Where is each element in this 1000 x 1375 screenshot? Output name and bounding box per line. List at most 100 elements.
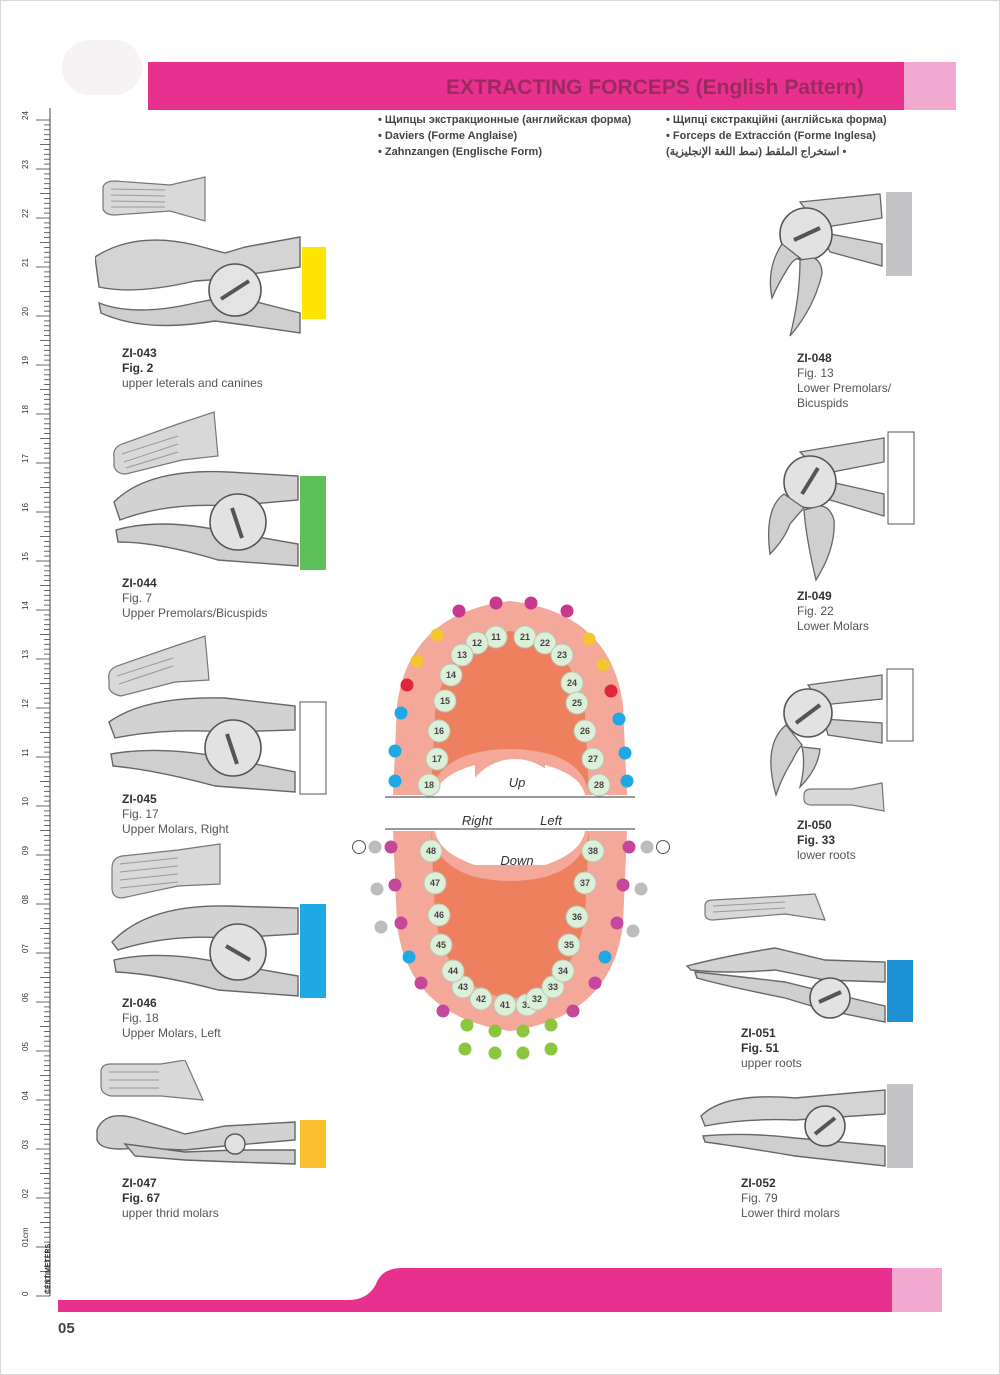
tooth-number: 14 xyxy=(446,670,456,680)
ruler-label: 11 xyxy=(21,748,30,757)
tooth-number: 37 xyxy=(580,878,590,888)
ruler-label: 12 xyxy=(21,699,30,708)
ruler-label: 15 xyxy=(21,552,30,561)
forceps-indicator-dot xyxy=(612,712,626,726)
ruler-label: 09 xyxy=(21,846,30,855)
color-swatch-zi-045 xyxy=(299,701,327,795)
forceps-indicator-dot xyxy=(524,596,538,610)
tooth-number: 45 xyxy=(436,940,446,950)
ruler-label: 24 xyxy=(21,111,30,120)
forceps-zi-044-image xyxy=(113,411,326,570)
forceps-zi-051-image xyxy=(685,893,913,1023)
forceps-zi-052-image xyxy=(700,1084,913,1168)
product-description: lower roots xyxy=(797,848,856,862)
forceps-indicator-dot xyxy=(394,706,408,720)
tooth-number: 21 xyxy=(520,632,530,642)
footer-band xyxy=(58,1268,942,1312)
product-code: ZI-045 xyxy=(122,792,157,806)
ruler-label: 02 xyxy=(21,1189,30,1198)
label-down: Down xyxy=(500,853,533,868)
forceps-indicator-dot xyxy=(544,1018,558,1032)
forceps-indicator-dot xyxy=(604,684,618,698)
tooth xyxy=(425,747,449,771)
forceps-indicator-dot xyxy=(618,746,632,760)
color-swatch-zi-047 xyxy=(300,1120,326,1168)
ruler-label: 22 xyxy=(21,209,30,218)
tooth xyxy=(429,933,453,957)
forceps-indicator-dot xyxy=(410,654,424,668)
product-fig: Fig. 33 xyxy=(797,833,836,847)
forceps-indicator-dot xyxy=(489,596,503,610)
forceps-indicator-dot xyxy=(488,1024,502,1038)
forceps-indicator-dot xyxy=(544,1042,558,1056)
ruler-label: 16 xyxy=(21,503,30,512)
language-item: Щипці єкстракційні (англійська форма) xyxy=(666,112,887,128)
label-up: Up xyxy=(509,775,526,790)
tooth xyxy=(439,663,463,687)
tooth-number: 18 xyxy=(424,780,434,790)
product-description: Upper Premolars/Bicuspids xyxy=(122,606,268,620)
forceps-indicator-dot xyxy=(488,1046,502,1060)
forceps-zi-048-image xyxy=(769,192,912,337)
centimeter-ruler: 001cm02030405060708091011121314151617181… xyxy=(21,108,52,1297)
tooth-number: 17 xyxy=(432,754,442,764)
product-zi-046: ZI-046 Fig. 18 Upper Molars, Left xyxy=(122,996,221,1041)
dental-chart-diagram: Up Right Left Down 111213141516171821222… xyxy=(352,596,670,1060)
mouth-opening xyxy=(463,759,567,863)
forceps-indicator-dot xyxy=(400,678,414,692)
forceps-indicator-dot xyxy=(516,1024,530,1038)
tooth-number: 42 xyxy=(476,994,486,1004)
ruler-label: 01cm xyxy=(21,1227,30,1247)
product-description: Upper Molars, Right xyxy=(122,822,229,836)
tooth xyxy=(450,643,474,667)
color-swatch-zi-044 xyxy=(300,476,326,570)
tooth-number: 31 xyxy=(522,1000,532,1010)
tooth-number: 48 xyxy=(426,846,436,856)
language-list-left: Щипцы экстракционные (английская форма) … xyxy=(378,112,631,160)
product-code: ZI-044 xyxy=(122,576,157,590)
forceps-indicator-dot xyxy=(598,950,612,964)
tooth-number: 36 xyxy=(572,912,582,922)
tooth xyxy=(525,987,549,1011)
ruler-label: 04 xyxy=(21,1091,30,1100)
ruler-label: 10 xyxy=(21,797,30,806)
language-item: Daviers (Forme Anglaise) xyxy=(378,128,631,144)
product-description: Upper Molars, Left xyxy=(122,1026,221,1040)
product-code: ZI-051 xyxy=(741,1026,776,1040)
forceps-zi-046-image xyxy=(111,843,326,998)
tooth-number: 11 xyxy=(491,632,501,642)
brand-logo-faint xyxy=(62,40,142,95)
forceps-indicator-dot xyxy=(394,916,408,930)
tooth-number: 13 xyxy=(457,650,467,660)
product-fig: Fig. 2 xyxy=(122,361,154,375)
product-code: ZI-049 xyxy=(797,589,832,603)
product-zi-045: ZI-045 Fig. 17 Upper Molars, Right xyxy=(122,792,229,837)
product-zi-052: ZI-052 Fig. 79 Lower third molars xyxy=(741,1176,840,1221)
product-zi-048: ZI-048 Fig. 13 Lower Premolars/ Bicuspid… xyxy=(797,351,891,411)
tooth xyxy=(427,903,451,927)
forceps-indicator-dot xyxy=(640,840,654,854)
forceps-indicator-dot xyxy=(516,1046,530,1060)
product-code: ZI-043 xyxy=(122,346,157,360)
product-zi-044: ZI-044 Fig. 7 Upper Premolars/Bicuspids xyxy=(122,576,267,621)
label-right: Right xyxy=(462,813,494,828)
tooth-number: 34 xyxy=(558,966,568,976)
tooth xyxy=(550,643,574,667)
product-description: Lower Premolars/ xyxy=(797,381,892,395)
ruler-label: 20 xyxy=(21,307,30,316)
product-code: ZI-052 xyxy=(741,1176,776,1190)
tooth-number: 15 xyxy=(440,696,450,706)
forceps-indicator-dot xyxy=(452,604,466,618)
tooth-number: 35 xyxy=(564,940,574,950)
product-description: Lower Molars xyxy=(797,619,870,633)
tooth-number: 27 xyxy=(588,754,598,764)
language-list-right: Щипці єкстракційні (англійська форма) Fo… xyxy=(666,112,887,160)
product-zi-043: ZI-043 Fig. 2 upper leterals and canines xyxy=(122,346,263,391)
ruler-unit-label: CENTIMETERS xyxy=(45,1244,52,1295)
product-description: upper roots xyxy=(741,1056,802,1070)
tooth xyxy=(533,631,557,655)
product-code: ZI-046 xyxy=(122,996,157,1010)
product-zi-047: ZI-047 Fig. 67 upper thrid molars xyxy=(122,1176,219,1221)
header-band-tip xyxy=(904,62,956,110)
forceps-indicator-dot xyxy=(384,840,398,854)
